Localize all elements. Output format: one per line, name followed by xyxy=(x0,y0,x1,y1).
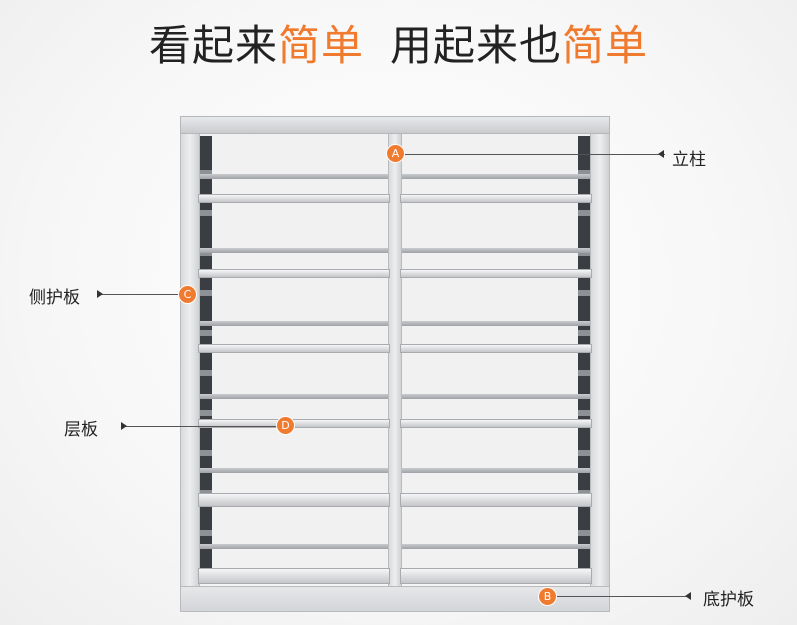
page-title: 看起来简单用起来也简单 xyxy=(0,12,797,73)
shelf-board xyxy=(400,344,592,353)
shelf-board xyxy=(400,269,592,278)
arrow-icon xyxy=(658,150,664,158)
back-bar xyxy=(200,468,388,473)
callout-line-a xyxy=(403,154,665,155)
shelf-board xyxy=(400,568,592,584)
shelf-board xyxy=(400,419,592,428)
callout-line-d xyxy=(122,426,280,427)
back-bar xyxy=(402,468,590,473)
label-side-guard: 侧护板 xyxy=(29,288,80,308)
right-upright xyxy=(590,116,610,612)
back-bar xyxy=(200,174,388,179)
title-text-2: 用起来也 xyxy=(390,21,563,70)
label-bottom-guard: 底护板 xyxy=(703,590,754,610)
callout-line-c xyxy=(97,294,183,295)
arrow-icon xyxy=(97,290,103,298)
shelf-board xyxy=(400,194,592,203)
marker-a: A xyxy=(387,145,404,162)
bookshelf-illustration xyxy=(180,116,610,612)
shelf-board xyxy=(198,269,390,278)
arrow-icon xyxy=(685,592,691,600)
back-bar xyxy=(200,394,388,399)
shelf-board xyxy=(198,344,390,353)
marker-d: D xyxy=(277,417,294,434)
right-side-panel-slots xyxy=(578,136,590,576)
marker-b: B xyxy=(539,588,556,605)
marker-c: C xyxy=(179,286,196,303)
back-bar xyxy=(402,321,590,326)
shelf-board xyxy=(198,419,390,428)
arrow-icon xyxy=(121,422,127,430)
shelf-board xyxy=(400,493,592,507)
back-bar xyxy=(402,174,590,179)
center-upright xyxy=(388,116,402,612)
title-accent-2: 简单 xyxy=(562,21,649,70)
title-text-1: 看起来 xyxy=(148,21,278,70)
back-bar xyxy=(402,544,590,549)
left-upright xyxy=(180,116,200,612)
left-side-panel-slots xyxy=(200,136,212,576)
back-bar xyxy=(402,248,590,253)
top-rail xyxy=(180,116,610,134)
title-accent-1: 简单 xyxy=(277,21,364,70)
label-upright: 立柱 xyxy=(672,150,706,170)
back-bar xyxy=(200,544,388,549)
back-bar xyxy=(200,321,388,326)
shelf-board xyxy=(198,493,390,507)
callout-line-b xyxy=(555,596,690,597)
back-bar xyxy=(402,394,590,399)
bottom-guard-plate xyxy=(180,586,610,612)
shelf-board xyxy=(198,568,390,584)
shelf-board xyxy=(198,194,390,203)
label-shelf-board: 层板 xyxy=(64,420,98,440)
back-bar xyxy=(200,248,388,253)
